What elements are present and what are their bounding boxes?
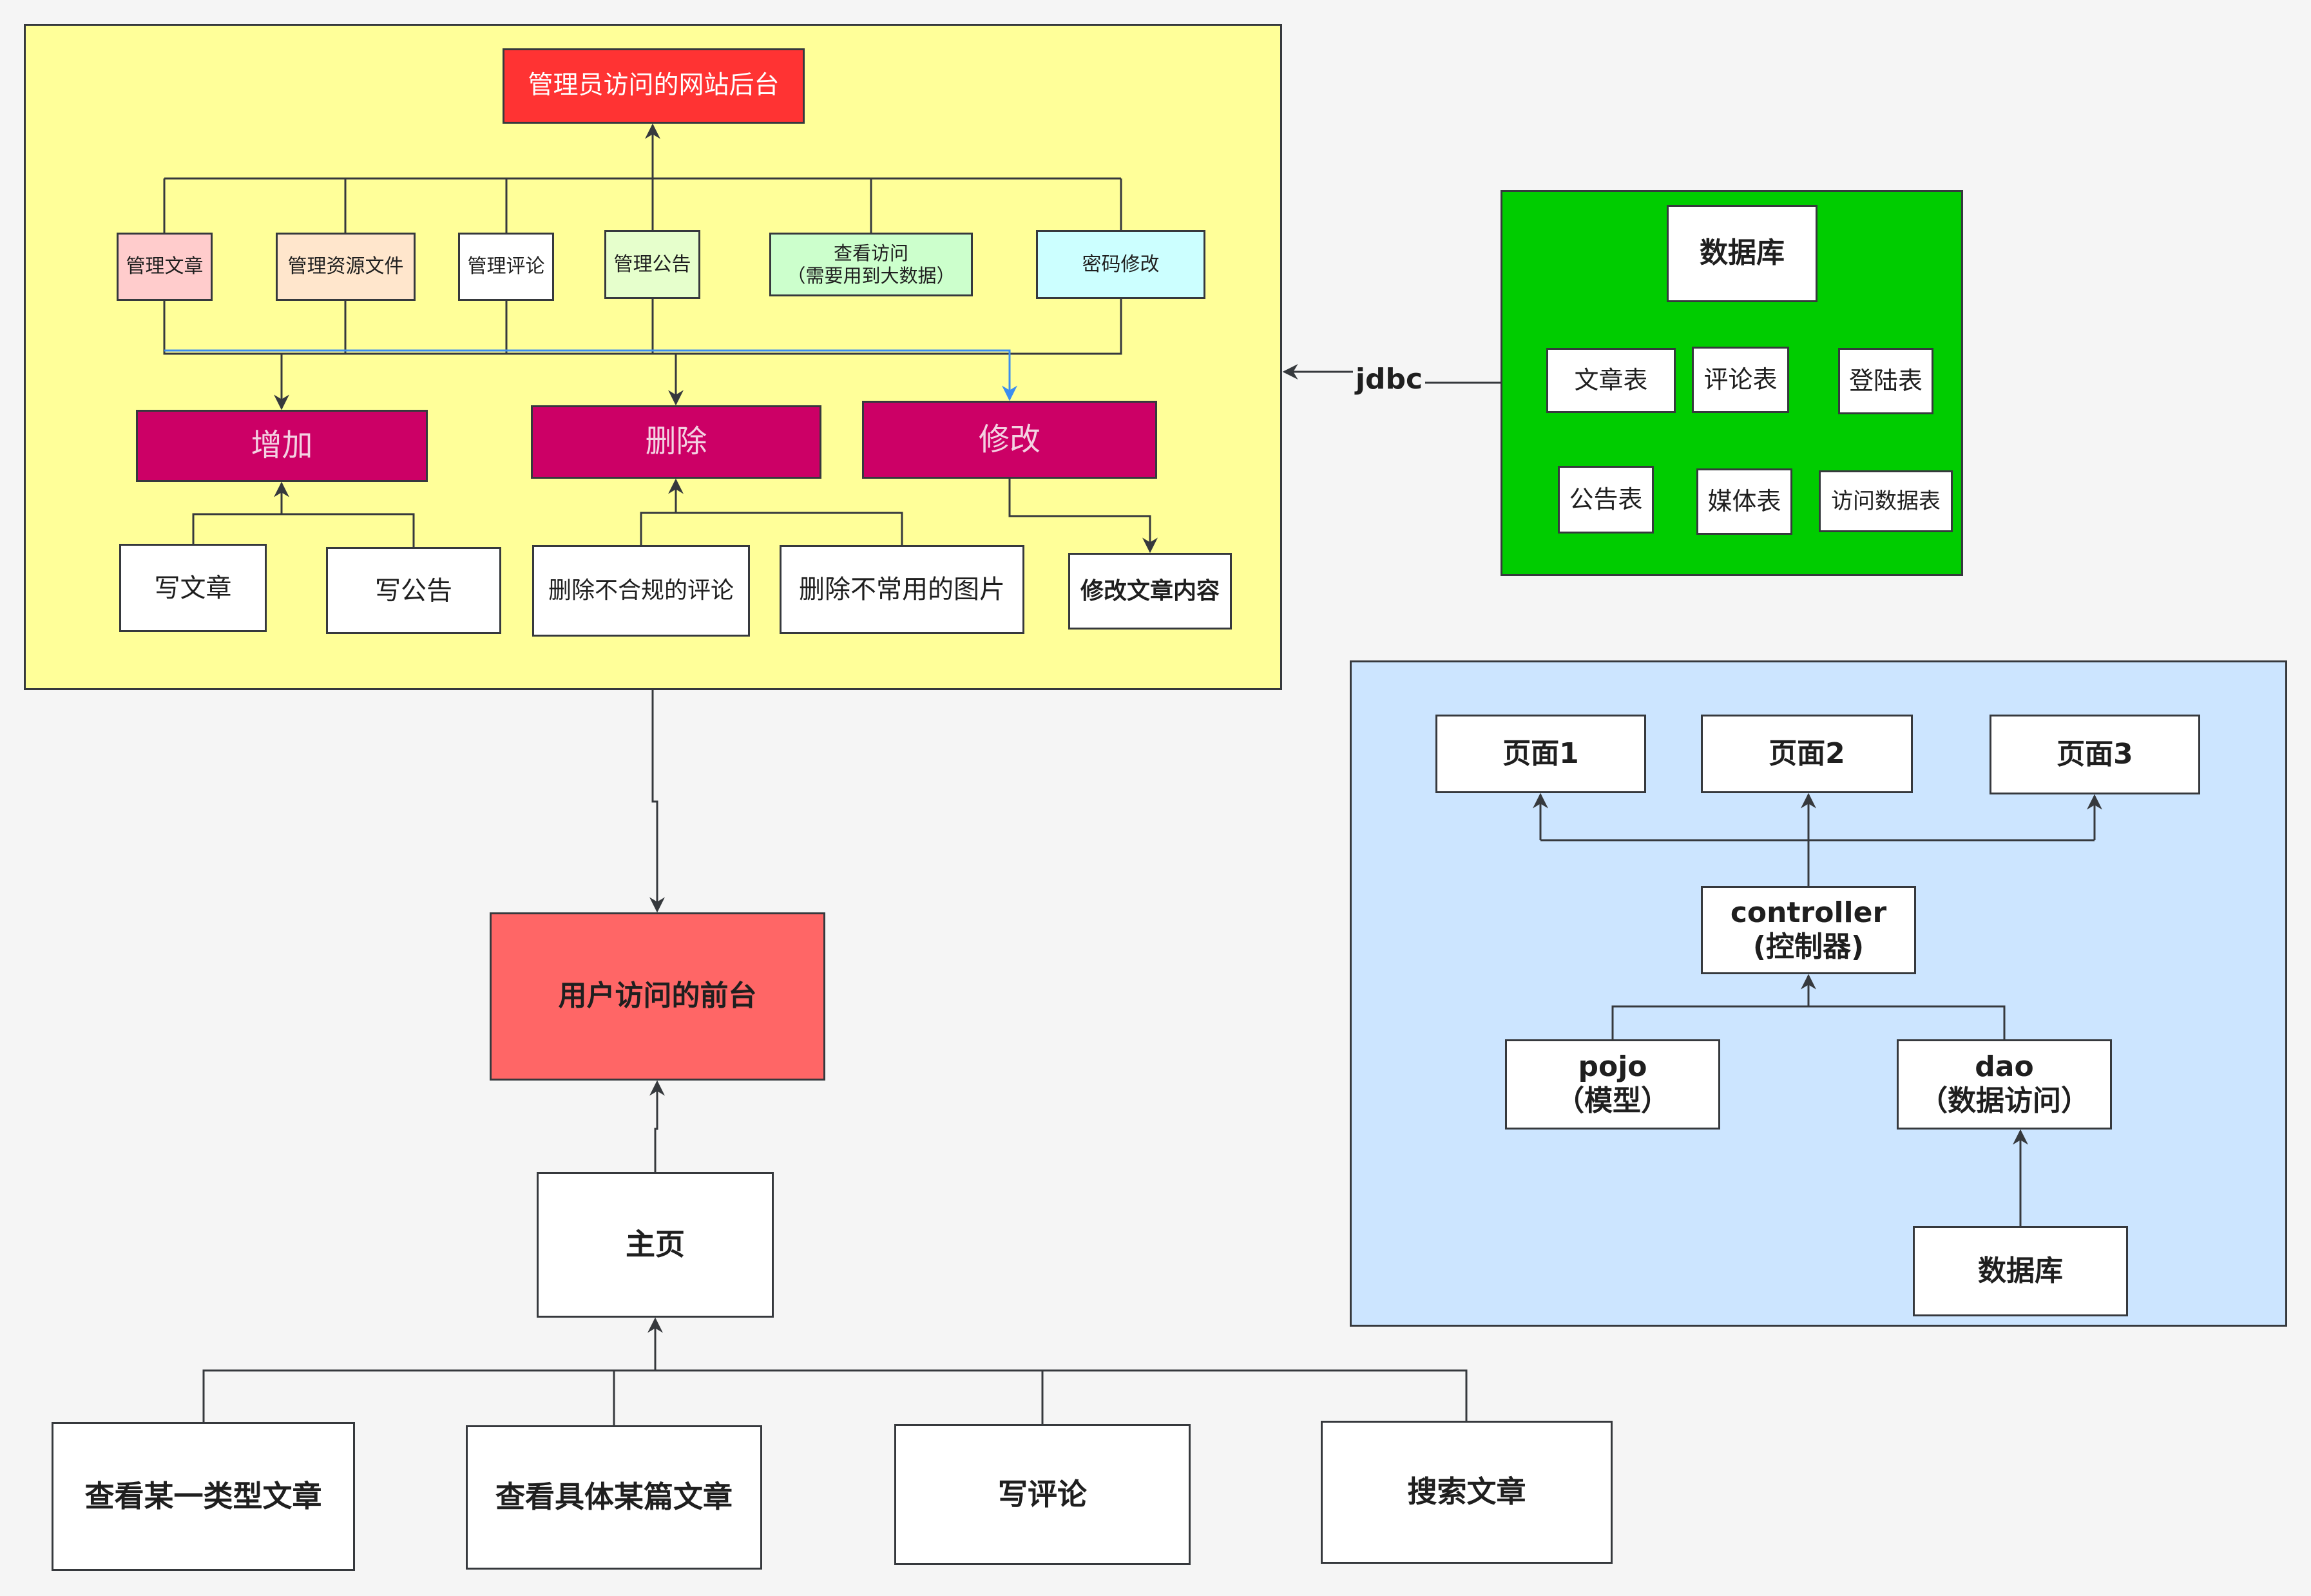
task-delete-comments: 删除不合规的评论 (532, 545, 750, 637)
pojo-node: pojo （模型） (1505, 1039, 1720, 1130)
arrow-admin-to-frontend (649, 690, 665, 913)
table-visit-data: 访问数据表 (1819, 470, 1953, 532)
page-1: 页面1 (1435, 715, 1646, 793)
table-logins: 登陆表 (1838, 348, 1933, 414)
controller-node: controller (控制器) (1701, 886, 1916, 974)
module-manage-announcements: 管理公告 (604, 230, 700, 299)
module-view-visits: 查看访问 （需要用到大数据） (769, 233, 973, 296)
feature-write-comment: 写评论 (894, 1424, 1191, 1565)
controller-name: controller (1730, 896, 1887, 929)
feature-view-specific-article: 查看具体某篇文章 (466, 1425, 762, 1570)
operation-add: 增加 (136, 410, 428, 482)
home-page-node: 主页 (537, 1172, 774, 1318)
admin-backend-title: 管理员访问的网站后台 (503, 48, 805, 124)
page-2: 页面2 (1701, 715, 1913, 793)
connector-features-bus (202, 1369, 1468, 1425)
dao-name: dao (1975, 1050, 2034, 1084)
task-delete-images: 删除不常用的图片 (780, 545, 1024, 634)
jdbc-link-label: jdbc (1355, 362, 1423, 396)
frontend-title: 用户访问的前台 (490, 912, 825, 1081)
task-write-article: 写文章 (119, 544, 267, 632)
arrow-home-to-frontend (649, 1080, 665, 1172)
database-title: 数据库 (1667, 205, 1817, 302)
table-announcements: 公告表 (1558, 466, 1654, 534)
module-manage-comments: 管理评论 (458, 233, 554, 301)
pojo-name: pojo (1578, 1050, 1647, 1084)
dao-node: dao （数据访问） (1897, 1039, 2112, 1130)
mvc-database-node: 数据库 (1913, 1226, 2128, 1316)
table-articles: 文章表 (1546, 348, 1676, 413)
pojo-note: （模型） (1556, 1084, 1669, 1117)
module-manage-articles: 管理文章 (117, 233, 213, 301)
module-manage-resources: 管理资源文件 (276, 233, 416, 301)
feature-search-articles: 搜索文章 (1321, 1421, 1613, 1564)
controller-note: (控制器) (1752, 930, 1865, 963)
table-media: 媒体表 (1696, 468, 1792, 535)
operation-modify: 修改 (862, 401, 1157, 479)
module-view-visits-note: （需要用到大数据） (787, 264, 955, 287)
dao-note: （数据访问） (1919, 1084, 2089, 1117)
module-change-password: 密码修改 (1036, 230, 1205, 299)
feature-view-category-articles: 查看某一类型文章 (52, 1422, 355, 1571)
task-modify-article: 修改文章内容 (1068, 553, 1232, 630)
module-view-visits-label: 查看访问 (833, 242, 908, 264)
page-3: 页面3 (1990, 715, 2200, 794)
table-comments: 评论表 (1692, 347, 1789, 413)
task-write-announcement: 写公告 (326, 547, 501, 634)
operation-delete: 删除 (531, 405, 821, 479)
